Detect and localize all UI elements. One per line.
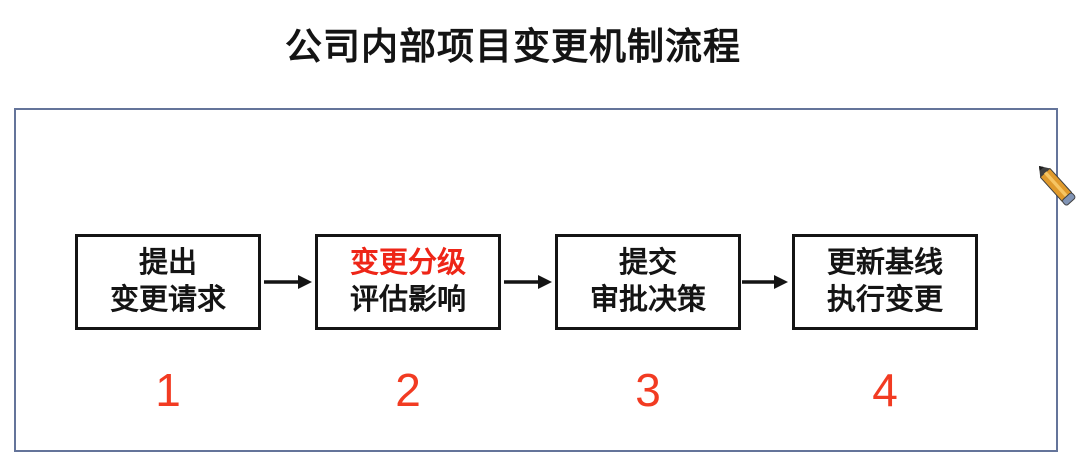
step-number-2: 2	[395, 364, 421, 416]
pencil-icon	[1039, 166, 1076, 206]
step-3-line-1: 提交	[618, 247, 677, 279]
flow-arrow-3	[742, 275, 788, 289]
flow-arrow-1	[264, 275, 312, 289]
flow-container: 提出 变更请求 变更分级 评估影响 提交 审批决策 更新基线 执行变更 1 2 …	[14, 108, 1058, 452]
step-4-line-1: 更新基线	[826, 247, 943, 279]
step-1-line-2: 变更请求	[109, 284, 226, 316]
page-title: 公司内部项目变更机制流程	[285, 26, 741, 67]
step-number-3: 3	[635, 364, 661, 416]
step-number-4: 4	[872, 364, 898, 416]
step-1-line-1: 提出	[138, 247, 197, 279]
step-box-1: 提出 变更请求	[75, 234, 261, 330]
step-number-1: 1	[155, 364, 181, 416]
flow-arrow-2	[504, 275, 552, 289]
step-3-line-2: 审批决策	[589, 284, 706, 316]
step-4-line-2: 执行变更	[826, 284, 943, 316]
step-box-4: 更新基线 执行变更	[792, 234, 978, 330]
step-2-line-2: 评估影响	[349, 284, 466, 316]
step-2-line-1: 变更分级	[349, 247, 466, 279]
step-box-2: 变更分级 评估影响	[315, 234, 501, 330]
step-box-3: 提交 审批决策	[555, 234, 741, 330]
